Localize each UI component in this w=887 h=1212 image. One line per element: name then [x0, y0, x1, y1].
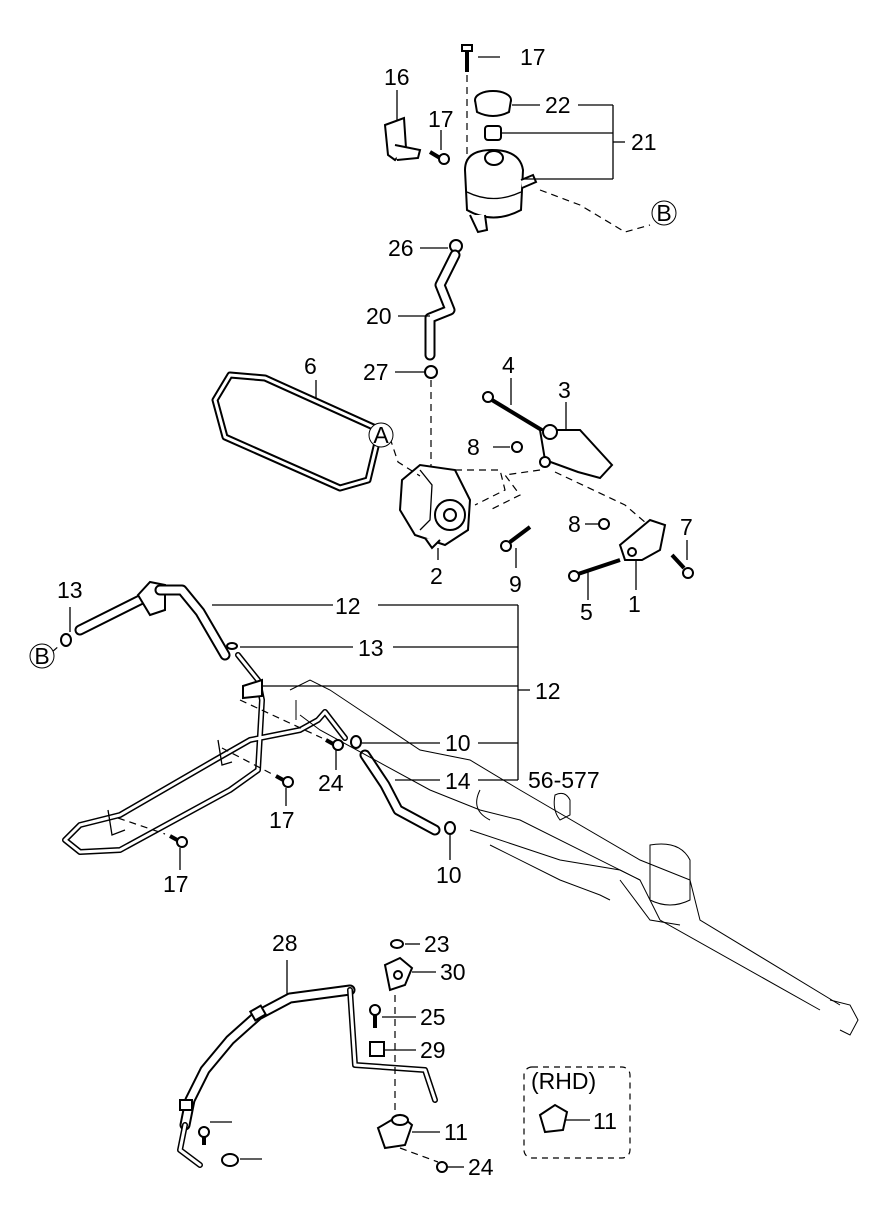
clamp-10-lower[interactable] [444, 821, 456, 835]
return-hose-14[interactable] [359, 749, 441, 836]
bracket-1[interactable] [618, 518, 667, 561]
reference-a [389, 437, 421, 477]
callout-27: 29 [420, 1037, 446, 1063]
callout-5: 5 [580, 599, 593, 625]
return-pipe-12[interactable] [62, 652, 348, 855]
clamp-10-upper[interactable] [350, 735, 362, 749]
callout-1: 1 [628, 591, 641, 617]
reference-b-top-label: B [656, 200, 671, 226]
bolt-17-top[interactable] [428, 150, 450, 165]
callout-20: 22 [545, 92, 571, 118]
callout-15: 12 [335, 593, 361, 619]
nut-8-upper[interactable] [511, 441, 523, 453]
callout-13-right: 13 [358, 635, 384, 661]
bolt-17-mid[interactable] [275, 774, 294, 788]
callout-17-top: 17 [428, 106, 454, 132]
bolt-24-lower[interactable] [369, 1004, 381, 1028]
callout-23: 24 [468, 1154, 494, 1180]
bolt-30[interactable] [198, 1126, 210, 1145]
reference-a-label: A [373, 422, 389, 448]
bolt-24-pipe[interactable] [325, 738, 344, 751]
callout-labels: 17 16 17 22 21 26 20 27 6 4 3 8 8 7 2 9 … [57, 44, 693, 1180]
bracket-11-rhd[interactable] [538, 1103, 569, 1134]
callout-22: 17 [520, 44, 546, 70]
washer-29[interactable] [221, 1153, 239, 1167]
reservoir-19[interactable] [463, 148, 538, 234]
callout-2: 2 [430, 563, 443, 589]
callout-8-lower: 8 [568, 511, 581, 537]
clamp-13-left[interactable] [60, 633, 72, 647]
callout-10-lower: 10 [436, 862, 462, 888]
callout-17-low: 17 [163, 871, 189, 897]
bolt-9[interactable] [500, 525, 532, 552]
callout-21: 23 [424, 931, 450, 957]
clip-27[interactable] [369, 1041, 385, 1057]
bracket-16[interactable] [383, 116, 422, 162]
suction-hose-15[interactable] [74, 580, 231, 661]
callout-12: 12 [535, 678, 561, 704]
callout-11-rhd: 11 [593, 1108, 617, 1134]
callout-6: 6 [304, 353, 317, 379]
callout-28: 30 [440, 959, 466, 985]
pressure-hose-26[interactable] [177, 984, 438, 1168]
bracket-11[interactable] [376, 1113, 414, 1150]
pump-group [211, 371, 694, 600]
clamp-28[interactable] [383, 956, 414, 992]
group-ref-56-577[interactable]: 56-577 [528, 767, 600, 793]
rhd-label: (RHD) [531, 1068, 596, 1094]
bolt-22[interactable] [461, 44, 473, 72]
steering-gear-ghost [289, 679, 859, 1036]
hose-gear-group [51, 580, 859, 1036]
reference-b-left-label: B [34, 643, 49, 669]
callout-14: 14 [445, 768, 471, 794]
clamp-25-lower[interactable] [424, 365, 438, 379]
hose-18[interactable] [424, 249, 461, 361]
bolt-23[interactable] [436, 1161, 448, 1173]
callout-19: 21 [631, 129, 657, 155]
callout-24-pipe: 24 [318, 770, 344, 796]
callout-24-lower: 25 [420, 1004, 446, 1030]
callout-25-lower: 27 [363, 359, 389, 385]
bolt-17-low[interactable] [169, 834, 188, 848]
callout-16: 16 [384, 64, 410, 90]
bolt-4[interactable] [482, 391, 547, 434]
callout-8-upper: 8 [467, 434, 480, 460]
reference-circle-b-left: B [29, 643, 55, 669]
callout-11: 11 [444, 1119, 468, 1145]
callout-4: 4 [502, 352, 515, 378]
callout-17-mid: 17 [269, 807, 295, 833]
reference-circle-b-top: B [651, 200, 677, 226]
nut-21[interactable] [390, 939, 404, 949]
callout-10-upper: 10 [445, 730, 471, 756]
strainer[interactable] [484, 125, 502, 141]
callout-3: 3 [558, 377, 571, 403]
drive-belt-6[interactable] [211, 371, 384, 492]
bracket-3[interactable] [538, 424, 614, 480]
reference-circle-a: A [368, 422, 394, 448]
callout-9: 9 [509, 571, 522, 597]
callout-7: 7 [680, 514, 693, 540]
callout-25-upper: 26 [388, 235, 414, 261]
nut-8-lower[interactable] [598, 518, 610, 530]
oil-pump-2[interactable] [398, 463, 506, 550]
bolt-7[interactable] [670, 553, 694, 579]
bolt-5[interactable] [568, 558, 621, 582]
reservoir-group [383, 44, 651, 480]
rhd-variant-box [523, 1066, 631, 1159]
callout-13-left: 13 [57, 577, 83, 603]
reservoir-cap-20[interactable] [474, 90, 512, 117]
clamp-13-right[interactable] [226, 642, 238, 650]
callout-26: 28 [272, 930, 298, 956]
callout-18: 20 [366, 303, 392, 329]
pressure-hose-group [177, 939, 631, 1173]
